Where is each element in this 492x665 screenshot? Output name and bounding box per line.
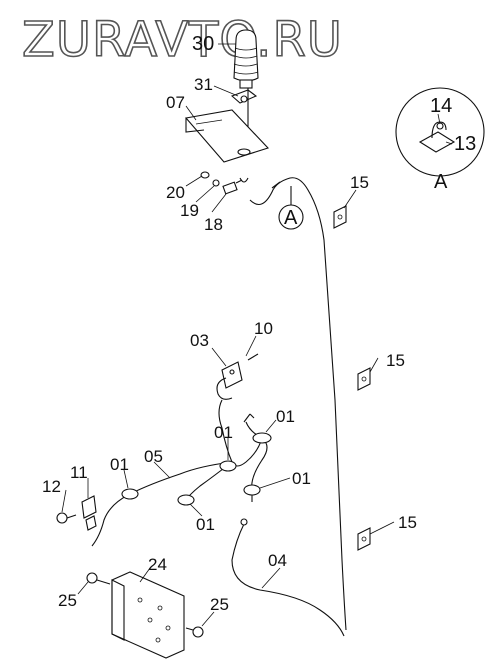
connector-11	[81, 495, 97, 531]
detail-a-letter: A	[434, 171, 448, 193]
label-30: 30	[192, 33, 214, 55]
label-01-d: 01	[292, 469, 311, 488]
small-clip	[239, 177, 249, 183]
watermark-text: ZURAVTO.RU	[22, 12, 343, 68]
small-pin	[247, 353, 259, 361]
label-15-top: 15	[350, 173, 369, 192]
label-20: 20	[166, 183, 185, 202]
switch-part	[216, 361, 243, 400]
branch-harness	[245, 421, 268, 491]
detail-a-view: A	[395, 87, 485, 193]
label-01-b: 01	[214, 423, 233, 442]
label-03: 03	[190, 331, 209, 350]
label-11: 11	[70, 463, 88, 482]
label-24: 24	[148, 555, 167, 574]
label-01-c: 01	[110, 455, 129, 474]
bolt-part	[222, 179, 243, 195]
label-25-right: 25	[210, 595, 229, 614]
label-31: 31	[194, 75, 213, 94]
label-07: 07	[166, 93, 185, 112]
label-01-a: 01	[276, 407, 295, 426]
label-04: 04	[268, 551, 287, 570]
bracket-24	[111, 571, 185, 659]
clamp-01-d	[243, 484, 261, 496]
bolt-25-left	[86, 572, 111, 585]
label-13: 13	[454, 133, 476, 155]
connector-tip	[243, 413, 255, 423]
leader-lines	[61, 43, 453, 627]
lock-washer-part	[212, 179, 220, 187]
label-15-bottom: 15	[398, 513, 417, 532]
label-14: 14	[430, 95, 452, 117]
cable-04	[231, 523, 345, 637]
clip-15-top	[333, 205, 347, 229]
clamp-01-b	[219, 460, 237, 472]
label-10: 10	[254, 319, 273, 338]
label-12: 12	[42, 477, 61, 496]
mount-plate	[184, 109, 270, 163]
clip-15-middle	[357, 367, 371, 391]
label-25-left: 25	[58, 591, 77, 610]
beacon-lamp	[233, 29, 259, 89]
clamp-01-e	[177, 494, 195, 506]
cable-end	[240, 518, 248, 526]
label-18: 18	[204, 215, 223, 234]
bolt-25-right	[185, 626, 204, 638]
washer-part	[200, 171, 210, 179]
harness-connector	[271, 181, 281, 189]
clamp-01-a	[252, 432, 272, 444]
clip-15-bottom	[357, 527, 371, 551]
lamp-mount-bracket	[230, 88, 258, 128]
bolt-12	[56, 512, 77, 524]
label-01-e: 01	[196, 515, 215, 534]
label-05: 05	[144, 447, 163, 466]
clamp-01-c	[121, 488, 139, 500]
svg-text:A: A	[284, 207, 298, 229]
label-15-middle: 15	[386, 351, 405, 370]
callout-a: A	[278, 186, 304, 230]
lamp-harness	[249, 177, 347, 631]
label-19: 19	[180, 201, 199, 220]
